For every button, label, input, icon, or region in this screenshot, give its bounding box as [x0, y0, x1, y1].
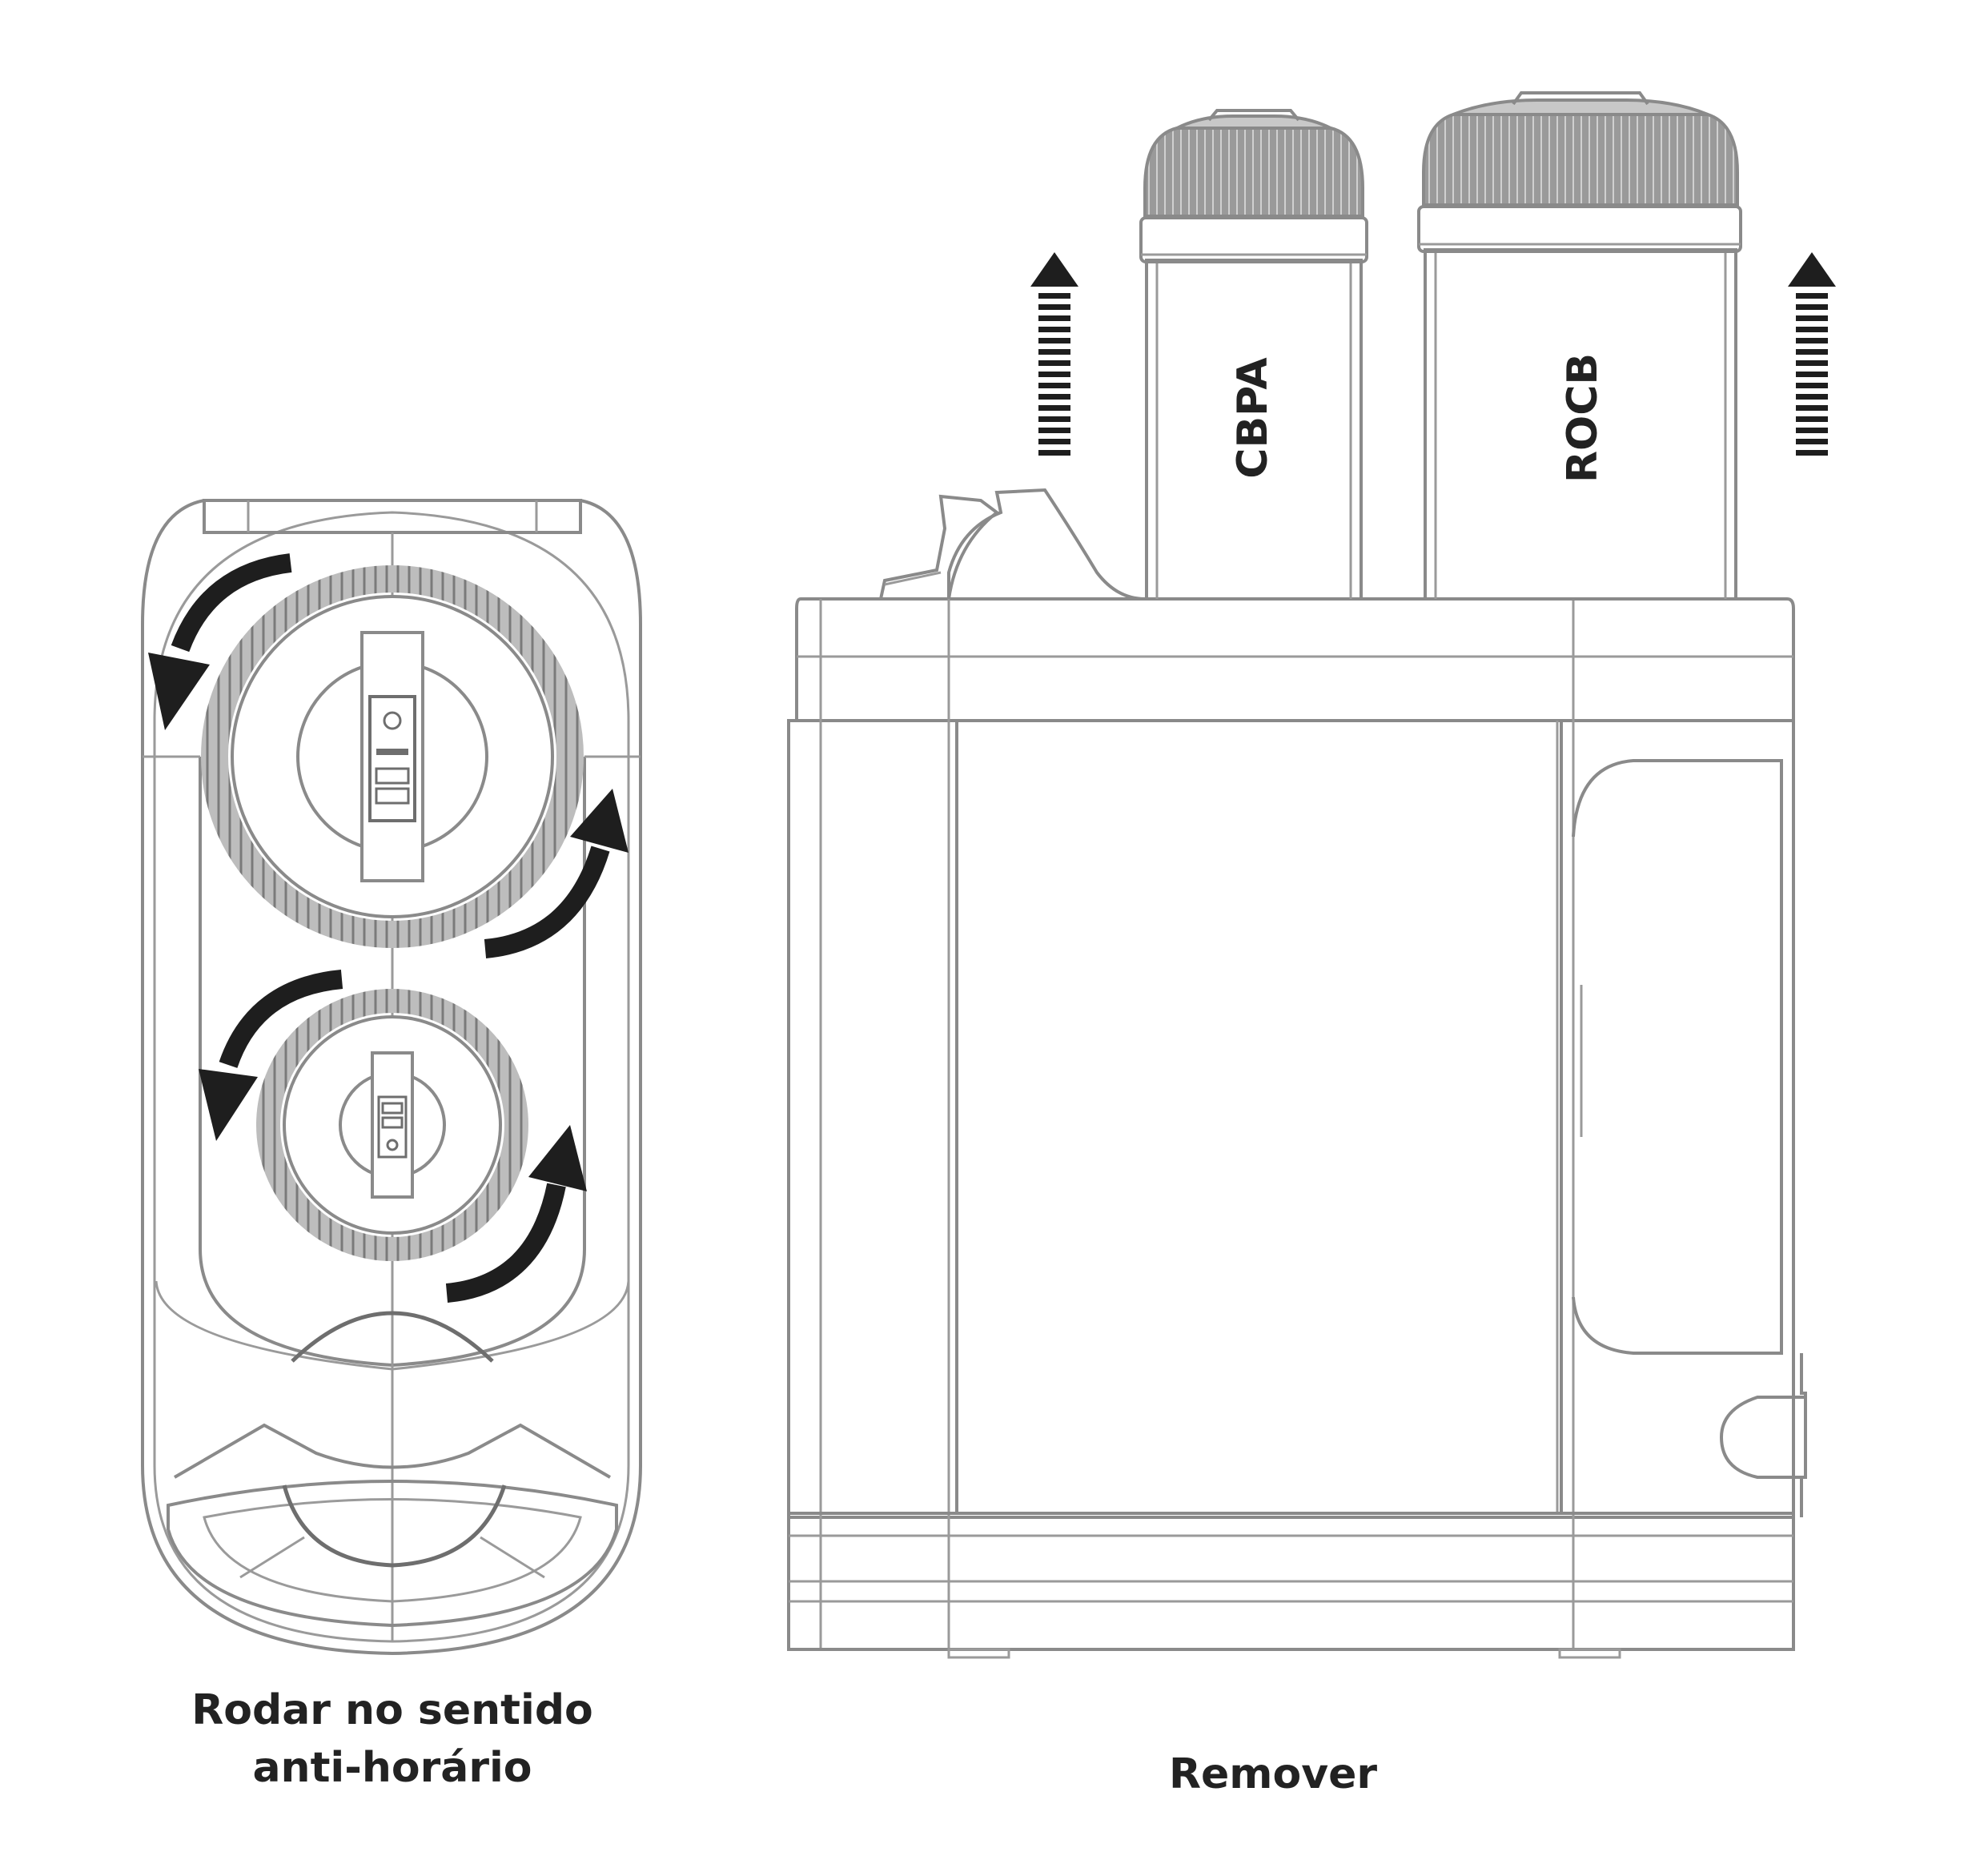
- arrow-head: [1788, 252, 1836, 287]
- filter-1-cap: [1143, 127, 1364, 218]
- spout-arc: [282, 1484, 507, 1568]
- side-view-unit: [787, 91, 1836, 1659]
- unit-top-ledge: [795, 597, 1795, 722]
- arrow-head: [1030, 252, 1078, 287]
- rotate-arrow-upper-right: [484, 846, 610, 958]
- filter-2-label: ROCB: [1559, 352, 1607, 484]
- rotate-arrows: [148, 553, 629, 1303]
- front-panel: [955, 719, 1563, 1515]
- foot-left: [947, 1648, 1010, 1659]
- arrow-head: [528, 1125, 587, 1191]
- top-spout: [879, 494, 1000, 600]
- remove-caption: Remover: [1168, 1750, 1378, 1798]
- unit-main-body: [787, 719, 1795, 1519]
- rotate-caption-line-1: Rodar no sentido: [191, 1686, 593, 1734]
- rotate-arrow-lower-left: [219, 970, 343, 1069]
- foot-right: [1558, 1648, 1621, 1659]
- filter-cartridge-2: [1417, 91, 1742, 601]
- spout-outline: [173, 1423, 612, 1479]
- tray-bottom-arc: [291, 1311, 494, 1363]
- remove-arrow-left: [1030, 252, 1078, 456]
- small-filter-cap-top-view: [256, 989, 528, 1261]
- filter-1-label: CBPA: [1229, 357, 1277, 479]
- rotate-arrow-lower-right: [445, 1183, 566, 1303]
- top-tab: [203, 499, 582, 534]
- side-latch: [1800, 1353, 1807, 1517]
- side-handle: [1572, 759, 1783, 1355]
- remove-arrow-right: [1788, 252, 1836, 456]
- top-view-unit: [141, 499, 642, 1656]
- rotate-caption: Rodar no sentido anti-horário: [184, 1681, 600, 1797]
- rotate-arrow-upper-left: [171, 553, 292, 653]
- rotate-caption-line-2: anti-horário: [252, 1744, 532, 1792]
- large-filter-cap-top-view: [201, 565, 584, 948]
- filter-2-cap: [1422, 113, 1739, 207]
- filter-cartridge-1: [1139, 109, 1368, 601]
- arrow-head: [199, 1069, 258, 1141]
- top-view-body-outline: [141, 499, 642, 1656]
- arrow-head: [570, 789, 629, 853]
- arrow-head: [148, 653, 210, 730]
